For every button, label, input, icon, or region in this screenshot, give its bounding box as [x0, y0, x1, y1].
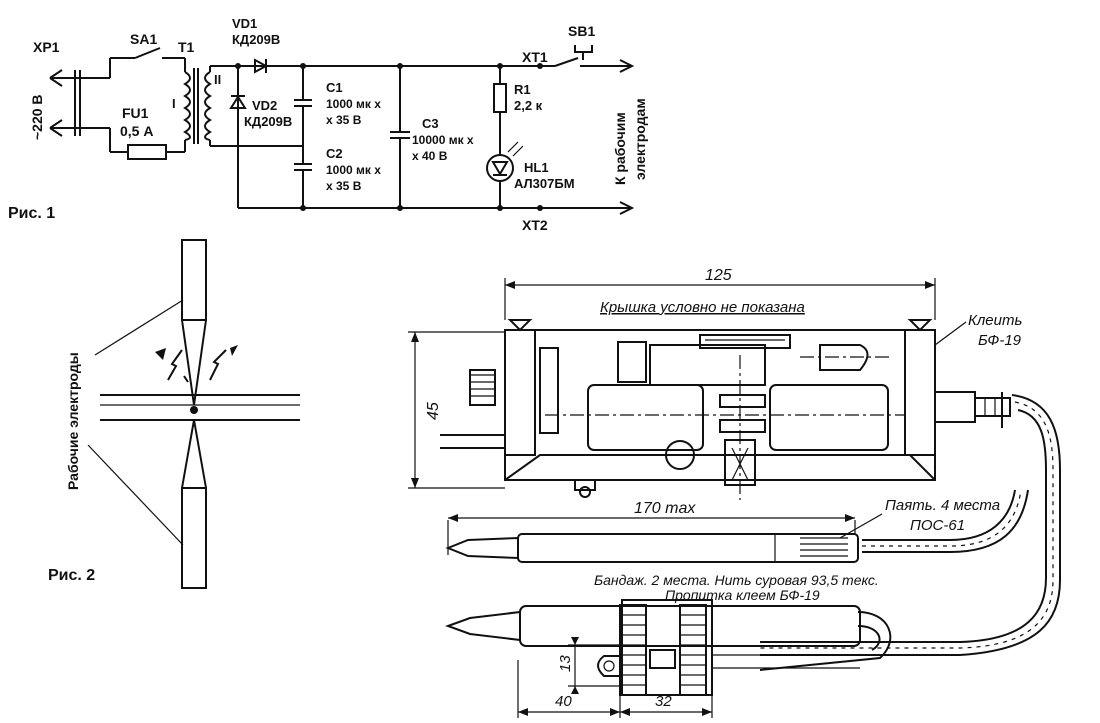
- c1-value-line2: х 35 В: [326, 113, 362, 127]
- vd2-label: VD2: [252, 98, 277, 113]
- solder-note-line1: Паять. 4 места: [885, 497, 1000, 514]
- hl1-label: HL1: [524, 160, 549, 175]
- electrodes-label: Рабочие электроды: [65, 352, 81, 490]
- bandage-note-line1: Бандаж. 2 места. Нить суровая 93,5 текс.: [594, 572, 879, 588]
- electrodes-figure: Рабочие электроды Рис. 2: [48, 239, 300, 589]
- c3-label: C3: [422, 116, 439, 131]
- c2-value-line1: 1000 мк х: [326, 163, 381, 177]
- vd1-label: VD1: [232, 16, 257, 31]
- dim-13: 13: [557, 655, 574, 672]
- lid-note: Крышка условно не показана: [600, 299, 805, 316]
- dim-32: 32: [655, 693, 672, 710]
- c3-value-line1: 10000 мк х: [412, 133, 474, 147]
- vd1-type: КД209В: [232, 32, 280, 47]
- winding1-label: I: [172, 96, 176, 111]
- fig2-caption: Рис. 2: [48, 567, 95, 584]
- c1-label: C1: [326, 80, 343, 95]
- to-electrodes-line2: электродам: [632, 98, 648, 180]
- xt1-label: XT1: [522, 49, 548, 65]
- solder-note-line2: ПОС-61: [910, 517, 965, 534]
- c2-label: C2: [326, 146, 343, 161]
- dim-170-max: 170 max: [634, 500, 696, 517]
- assembly-drawing: 125 Крышка условно не показана 45: [408, 267, 1061, 718]
- xt2-label: XT2: [522, 217, 548, 233]
- schematic-diagram: XP1 ~220 В SA1 T1 I II FU1 0,5 А VD1 КД2…: [8, 16, 648, 233]
- sa1-label: SA1: [130, 31, 157, 47]
- hl1-type: АЛ307БМ: [514, 176, 575, 191]
- c3-value-line2: х 40 В: [412, 149, 448, 163]
- r1-label: R1: [514, 82, 531, 97]
- dim-40: 40: [555, 693, 572, 710]
- vd2-type: КД209В: [244, 114, 292, 129]
- c1-value-line1: 1000 мк х: [326, 97, 381, 111]
- dim-height-45: 45: [425, 402, 442, 420]
- fu1-value: 0,5 А: [120, 123, 153, 139]
- to-electrodes-line1: К рабочим: [612, 112, 628, 185]
- glue-note-line1: Клеить: [968, 312, 1022, 329]
- sb1-label: SB1: [568, 23, 595, 39]
- glue-note-line2: БФ-19: [978, 332, 1022, 349]
- winding2-label: II: [214, 72, 221, 87]
- xp1-label: XP1: [33, 39, 60, 55]
- fig1-caption: Рис. 1: [8, 205, 55, 222]
- t1-label: T1: [178, 39, 195, 55]
- mains-voltage-label: ~220 В: [29, 94, 45, 140]
- dim-width-125: 125: [705, 267, 732, 284]
- fu1-label: FU1: [122, 105, 149, 121]
- c2-value-line2: х 35 В: [326, 179, 362, 193]
- r1-value: 2,2 к: [514, 98, 543, 113]
